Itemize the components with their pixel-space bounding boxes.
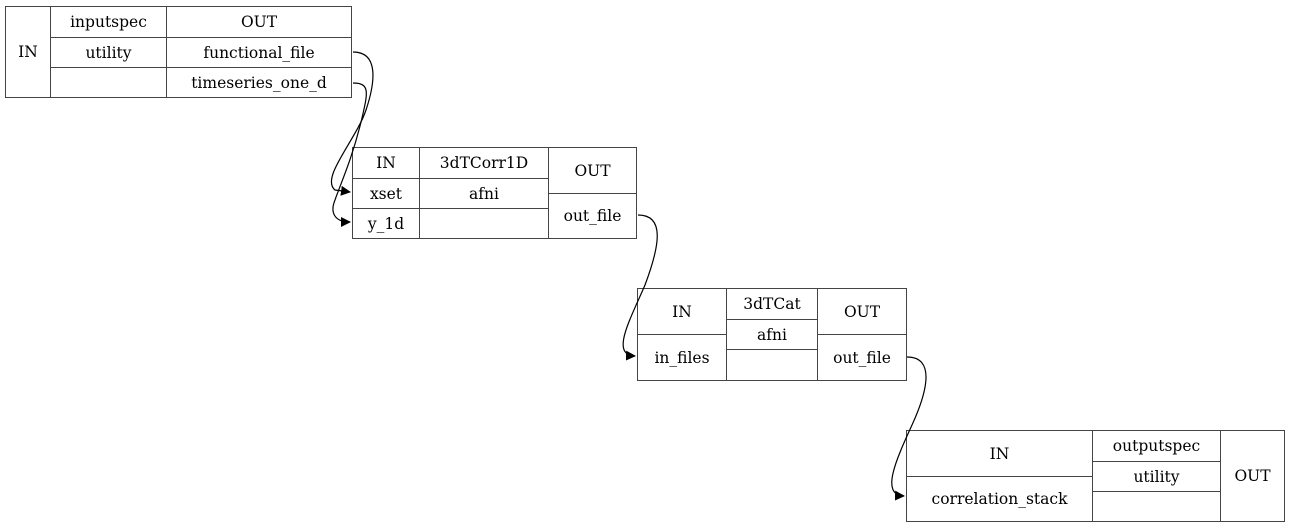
inputspec-output-timeseries-one-d[interactable]: timeseries_one_d xyxy=(166,67,351,97)
inputspec-out-header: OUT xyxy=(166,7,351,37)
node-inputspec[interactable]: IN inputspec utility OUT functional_file… xyxy=(5,6,352,98)
outputspec-empty-cell xyxy=(1092,491,1220,521)
3dtcat-name: 3dTCat xyxy=(726,289,817,319)
edge-timeseries-one-d-to-y-1d xyxy=(332,82,367,227)
3dtcorr1d-input-xset[interactable]: xset xyxy=(353,178,419,208)
3dtcat-interface: afni xyxy=(726,319,817,349)
3dtcorr1d-out-header: OUT xyxy=(548,148,636,193)
3dtcorr1d-input-y-1d[interactable]: y_1d xyxy=(353,208,419,238)
edge-3dtcorr1d-out-file-to-in-files xyxy=(622,214,658,361)
inputspec-in-port: IN xyxy=(18,43,38,61)
3dtcat-empty-cell xyxy=(726,349,817,380)
outputspec-out-port: OUT xyxy=(1220,431,1284,521)
3dtcorr1d-in-header: IN xyxy=(376,154,396,172)
3dtcorr1d-output-out-file[interactable]: out_file xyxy=(548,193,636,238)
outputspec-in-header: IN xyxy=(989,444,1010,463)
inputspec-name: inputspec xyxy=(50,7,166,37)
edge-3dtcat-out-file-to-correlation-stack xyxy=(891,356,927,501)
3dtcat-input-in-files[interactable]: in_files xyxy=(638,334,726,380)
3dtcorr1d-interface: afni xyxy=(419,178,548,208)
outputspec-name: outputspec xyxy=(1092,431,1220,461)
inputspec-interface: utility xyxy=(50,37,166,67)
3dtcorr1d-empty-cell xyxy=(419,208,548,238)
node-3dtcat[interactable]: IN in_files 3dTCat afni OUT out_file xyxy=(637,288,907,381)
3dtcat-in-header: IN xyxy=(672,302,692,321)
outputspec-interface: utility xyxy=(1092,461,1220,491)
node-outputspec[interactable]: IN correlation_stack outputspec utility … xyxy=(906,430,1285,522)
edge-functional-file-to-xset xyxy=(330,51,374,196)
node-3dtcorr1d[interactable]: IN xset y_1d 3dTCorr1D afni OUT out_file xyxy=(352,147,637,239)
3dtcorr1d-name: 3dTCorr1D xyxy=(419,148,548,178)
inputspec-output-functional-file[interactable]: functional_file xyxy=(166,37,351,67)
inputspec-empty-cell xyxy=(50,67,166,97)
3dtcat-output-out-file[interactable]: out_file xyxy=(817,334,906,380)
3dtcat-out-header: OUT xyxy=(817,289,906,334)
outputspec-input-correlation-stack[interactable]: correlation_stack xyxy=(907,476,1092,521)
